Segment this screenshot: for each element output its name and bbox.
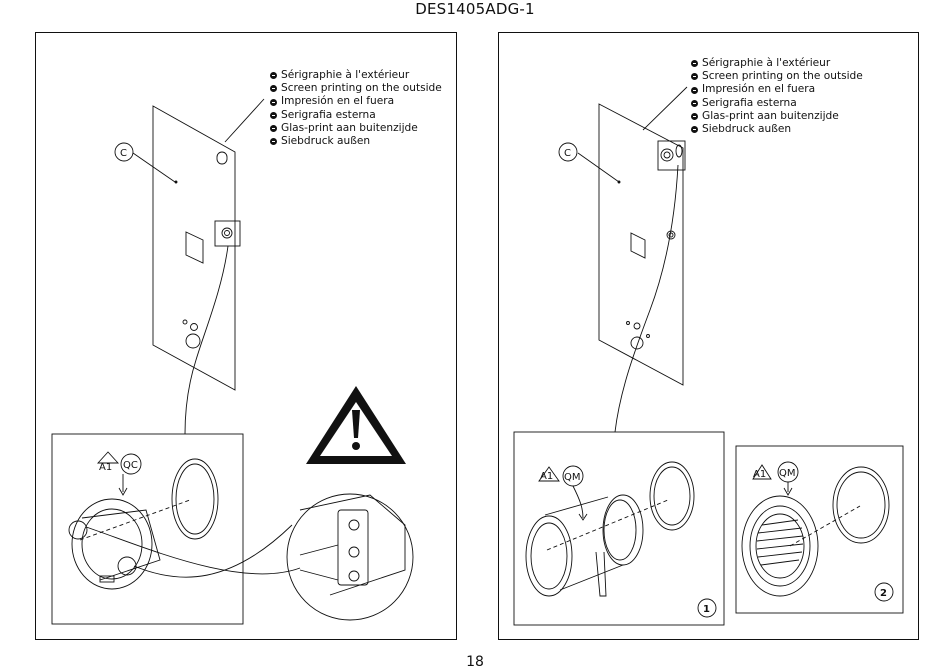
left-part-label: C [114,142,134,162]
bullet-icon [270,138,277,146]
svg-text:A1: A1 [99,462,112,473]
right-part-label: C [558,142,578,162]
right-legend-leader [642,86,688,131]
svg-text:C: C [564,148,571,159]
bullet-icon [270,72,277,80]
legend-item: Sérigraphie à l'extérieur [691,57,863,70]
bullet-icon [691,112,698,120]
svg-text:QM: QM [779,468,796,479]
legend-item: Siebdruck außen [270,135,442,148]
left-glass-panel [152,105,241,391]
right-glass-panel [598,103,686,386]
bullet-icon [270,85,277,93]
bullet-icon [270,98,277,106]
bullet-icon [691,60,698,68]
left-cable [184,245,229,435]
left-detail-box: A1 QC [51,433,244,625]
right-cable [614,164,679,433]
left-legend-leader [224,98,265,143]
page-number: 18 [466,654,484,670]
svg-text:QC: QC [123,460,138,471]
right-part-leader [577,152,620,183]
legend-item: Siebdruck außen [691,123,863,136]
svg-text:A1: A1 [540,471,553,482]
svg-text:1: 1 [703,604,710,615]
legend-item: Serigrafia esterna [270,109,442,122]
bullet-icon [270,124,277,132]
right-detail-box-1: A1 QM 1 [513,431,725,626]
right-illustration-panel [498,32,919,640]
svg-text:QM: QM [564,472,581,483]
bullet-icon [270,111,277,119]
right-legend: Sérigraphie à l'extérieur Screen printin… [691,57,863,136]
left-illustration-panel [35,32,457,640]
legend-item: Screen printing on the outside [270,82,442,95]
svg-text:A1: A1 [753,469,766,480]
svg-text:C: C [120,148,127,159]
left-part-leader [132,152,176,183]
legend-item: Sérigraphie à l'extérieur [270,69,442,82]
legend-item: Impresión en el fuera [691,83,863,96]
left-legend: Sérigraphie à l'extérieur Screen printin… [270,69,442,148]
legend-item: Glas-print aan buitenzijde [691,110,863,123]
bullet-icon [691,86,698,94]
legend-item: Serigrafia esterna [691,97,863,110]
legend-item: Impresión en el fuera [270,95,442,108]
legend-item: Glas-print aan buitenzijde [270,122,442,135]
svg-text:2: 2 [880,588,887,599]
right-detail-box-2: A1 QM 2 [735,445,904,614]
warning-icon [306,386,406,464]
bullet-icon [691,99,698,107]
legend-item: Screen printing on the outside [691,70,863,83]
bullet-icon [691,126,698,134]
document-title: DES1405ADG-1 [415,0,535,18]
bullet-icon [691,73,698,81]
left-connector-zoom [85,493,414,621]
